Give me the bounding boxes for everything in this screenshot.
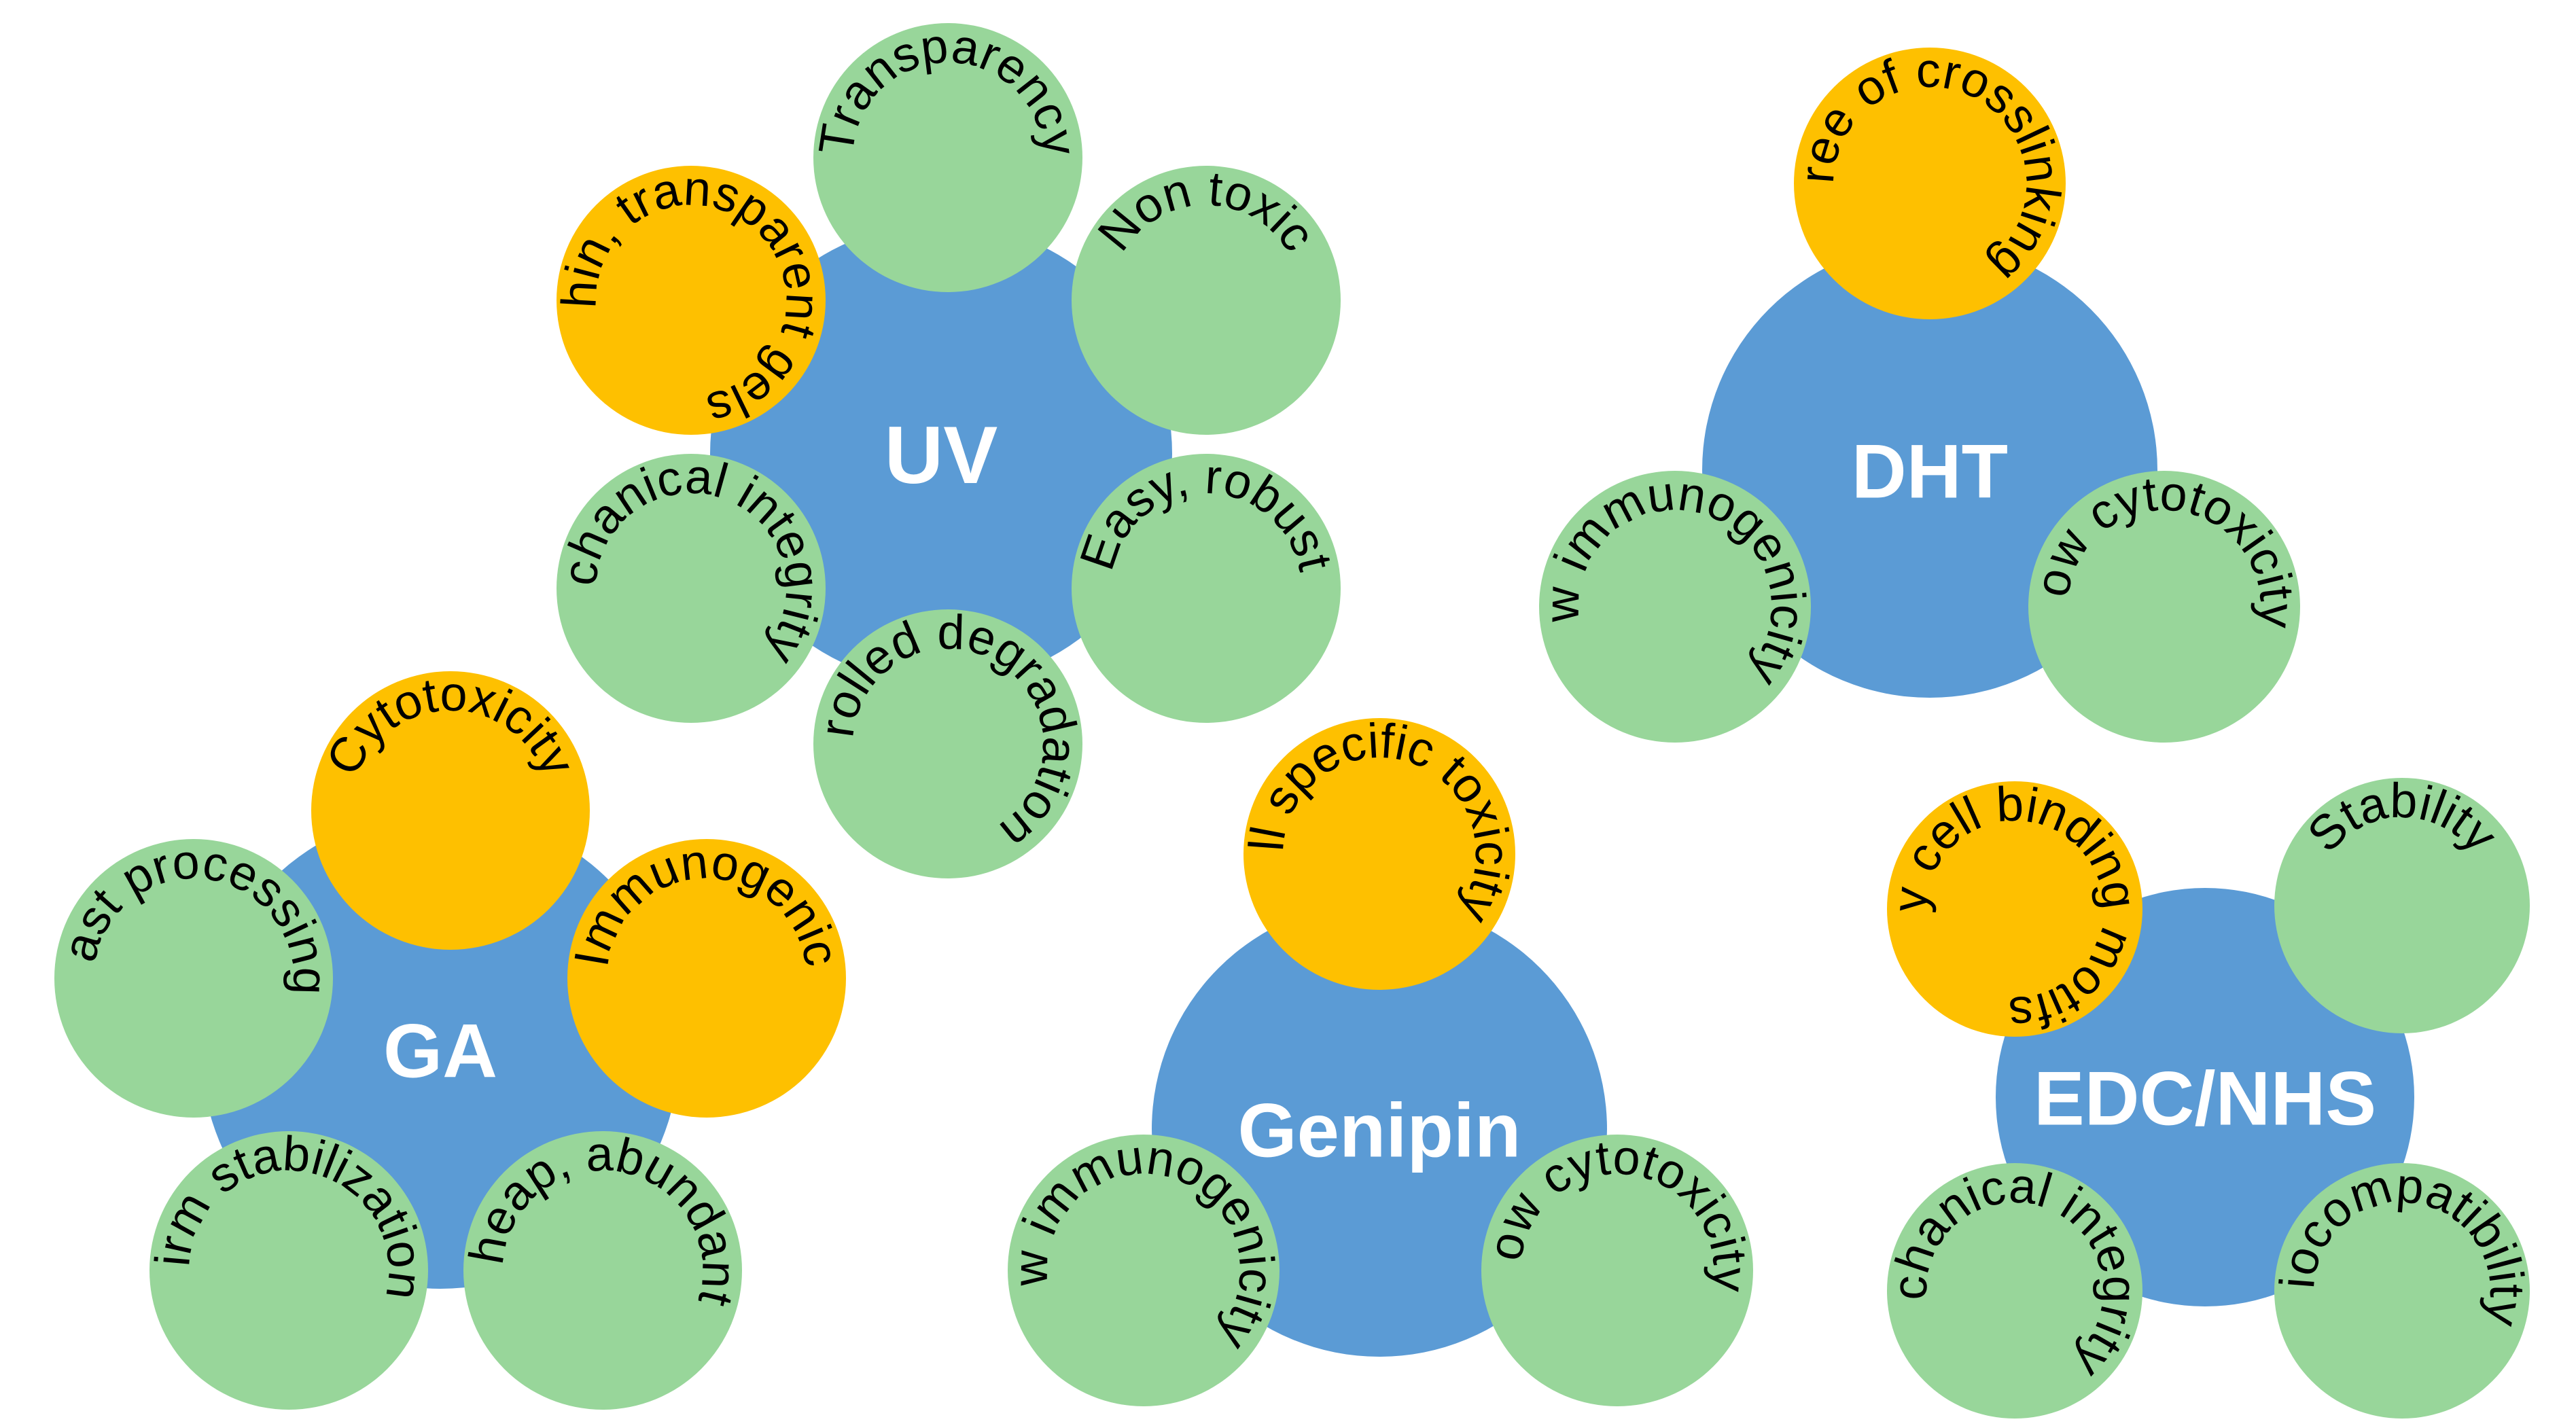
uv-controlled-degradation-circle — [813, 609, 1082, 878]
dht-degree-of-crosslinking-circle — [1794, 48, 2066, 319]
ga-immunogenic-circle — [567, 839, 846, 1118]
dht-low-cytotoxicity-circle — [2028, 471, 2300, 743]
ga-hub-label: GA — [383, 1008, 497, 1093]
dht-hub-label: DHT — [1852, 429, 2008, 514]
uv-mechanical-integrity-circle — [557, 454, 826, 723]
uv-only-thin-transparent-gels-circle — [557, 166, 826, 435]
genipin-hub-label: Genipin — [1238, 1088, 1521, 1173]
ga-cheap-abundant-circle — [463, 1131, 742, 1410]
edc-nhs-biocompatibility-circle — [2274, 1163, 2530, 1419]
edc-nhs-hub-label: EDC/NHS — [2034, 1056, 2376, 1141]
uv-hub-circle — [710, 223, 1172, 685]
ga-fast-processing-circle — [54, 839, 333, 1118]
genipin-low-cytotoxicity-circle — [1481, 1135, 1753, 1406]
genipin-cell-specific-toxicity-circle — [1243, 718, 1515, 990]
ga-firm-stabilization-circle — [149, 1131, 428, 1410]
uv-easy-robust-circle — [1072, 454, 1341, 723]
edc-nhs-mechanical-integrity-circle — [1887, 1163, 2142, 1419]
uv-non-toxic-circle — [1072, 166, 1341, 435]
genipin-low-immunogenicity-circle — [1008, 1135, 1280, 1406]
edc-nhs-stability-circle — [2274, 778, 2530, 1033]
dht-low-immunogenicity-circle — [1539, 471, 1811, 743]
ga-cytotoxicity-circle — [311, 671, 590, 950]
edc-nhs-occupy-cell-binding-motifs-circle — [1887, 781, 2142, 1037]
uv-transparency-circle — [813, 23, 1082, 292]
uv-hub-label: UV — [885, 410, 998, 501]
